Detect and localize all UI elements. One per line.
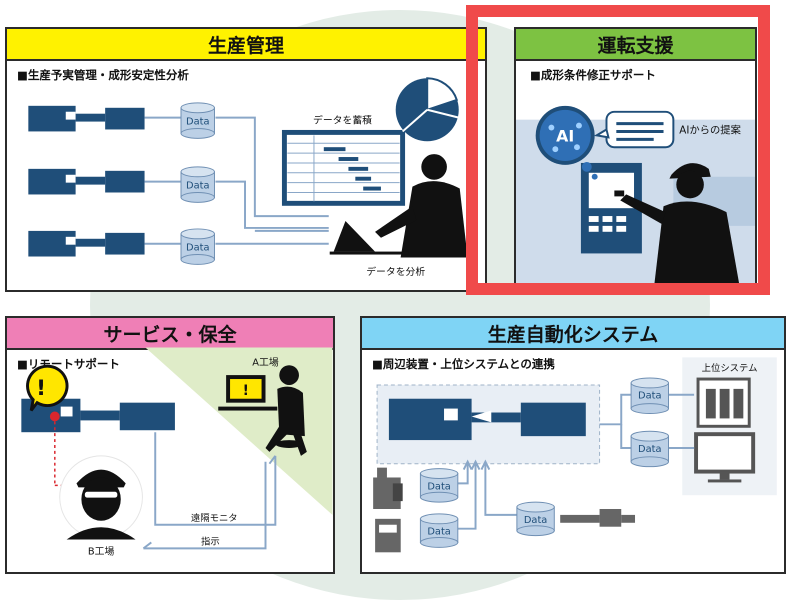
data-label-peripheral-1: Data xyxy=(427,481,450,492)
panel-operation-support: 運転支援 ■成形条件修正サポート AI xyxy=(514,27,757,292)
subtitle-production-management: ■生産予実管理・成形安定性分析 xyxy=(17,68,189,82)
ai-bubble-dot-2 xyxy=(591,173,598,180)
data-label-3: Data xyxy=(186,243,209,254)
instruction-label: 指示 xyxy=(201,535,220,547)
subtitle-automation: ■周辺装置・上位システムとの連携 xyxy=(372,357,555,371)
database-icon-upper-1 xyxy=(630,377,669,414)
spreadsheet-icon xyxy=(281,129,406,206)
injection-machine-icon xyxy=(388,398,586,441)
pie-chart-icon xyxy=(395,77,459,142)
panel-title-service: サービス・保全 xyxy=(7,318,333,350)
panel-service: サービス・保全 ■リモートサポート ! B工場 A工場 xyxy=(5,316,335,574)
worker-silhouette-icon xyxy=(614,163,741,290)
data-label-upper-2: Data xyxy=(638,444,661,455)
monitor-alert-mark: ! xyxy=(243,383,249,399)
molding-machine-icon-3 xyxy=(28,230,145,257)
monitor-icon xyxy=(694,432,756,483)
alert-mark: ! xyxy=(36,376,46,401)
database-icon-3 xyxy=(180,228,215,265)
molding-machine-icon-2 xyxy=(28,168,145,195)
automation-diagram: 上位システム xyxy=(373,357,777,553)
robot-arm-icon xyxy=(560,508,636,527)
analyst-silhouette-icon xyxy=(329,154,468,258)
data-label-2: Data xyxy=(186,181,209,192)
remote-arrows xyxy=(142,432,277,550)
factory-a-label: A工場 xyxy=(252,355,279,368)
molding-machine-icon-1 xyxy=(28,105,145,132)
ai-bubble-dot-1 xyxy=(581,161,592,172)
factory-b-label: B工場 xyxy=(88,544,115,557)
subtitle-operation-support: ■成形条件修正サポート xyxy=(530,68,656,82)
ai-badge-label: AI xyxy=(556,126,574,145)
database-icon-peripheral-1 xyxy=(419,468,459,503)
database-icon-peripheral-2 xyxy=(419,513,459,548)
database-icon-2 xyxy=(180,166,215,203)
database-icon-peripheral-3 xyxy=(516,501,555,537)
connector-lines xyxy=(144,116,329,245)
data-label-peripheral-2: Data xyxy=(427,527,450,538)
temperature-controller-icon xyxy=(375,518,401,553)
remote-monitor-label: 遠隔モニタ xyxy=(191,512,238,524)
operation-support-diagram: AI AIからの提案 xyxy=(516,105,755,290)
data-label-upper-1: Data xyxy=(638,391,661,402)
alert-icon xyxy=(26,364,69,412)
alert-point-icon xyxy=(49,411,60,422)
technician-glasses-icon xyxy=(59,455,143,540)
panel-production-management: 生産管理 ■生産予実管理・成形安定性分析 xyxy=(5,27,487,292)
database-icon-upper-2 xyxy=(630,430,669,468)
service-diagram: ! B工場 A工場 ! xyxy=(21,347,333,557)
speech-bubble-icon xyxy=(593,110,675,149)
panel-title-automation: 生産自動化システム xyxy=(362,318,784,350)
control-panel-icon xyxy=(580,162,642,254)
store-data-label: データを蓄積 xyxy=(313,114,372,127)
production-management-diagram: Data Data Data データを蓄積 xyxy=(28,77,468,278)
analyze-data-label: データを分析 xyxy=(366,265,425,278)
data-label-peripheral-3: Data xyxy=(524,515,547,526)
ai-message-label: AIからの提案 xyxy=(679,123,741,136)
upper-system-label: 上位システム xyxy=(702,362,758,374)
highlight-frame xyxy=(466,5,770,295)
ai-brain-icon xyxy=(535,105,595,165)
panel-title-operation-support: 運転支援 xyxy=(516,29,755,61)
dryer-device-icon xyxy=(373,467,403,509)
factory-building-icon xyxy=(696,377,751,428)
remote-worker-silhouette-icon xyxy=(218,365,307,456)
panel-title-production-management: 生産管理 xyxy=(7,29,485,61)
database-icon-1 xyxy=(180,102,215,139)
panel-automation: 生産自動化システム ■周辺装置・上位システムとの連携 上位システム xyxy=(360,316,786,574)
data-label-1: Data xyxy=(186,117,209,128)
